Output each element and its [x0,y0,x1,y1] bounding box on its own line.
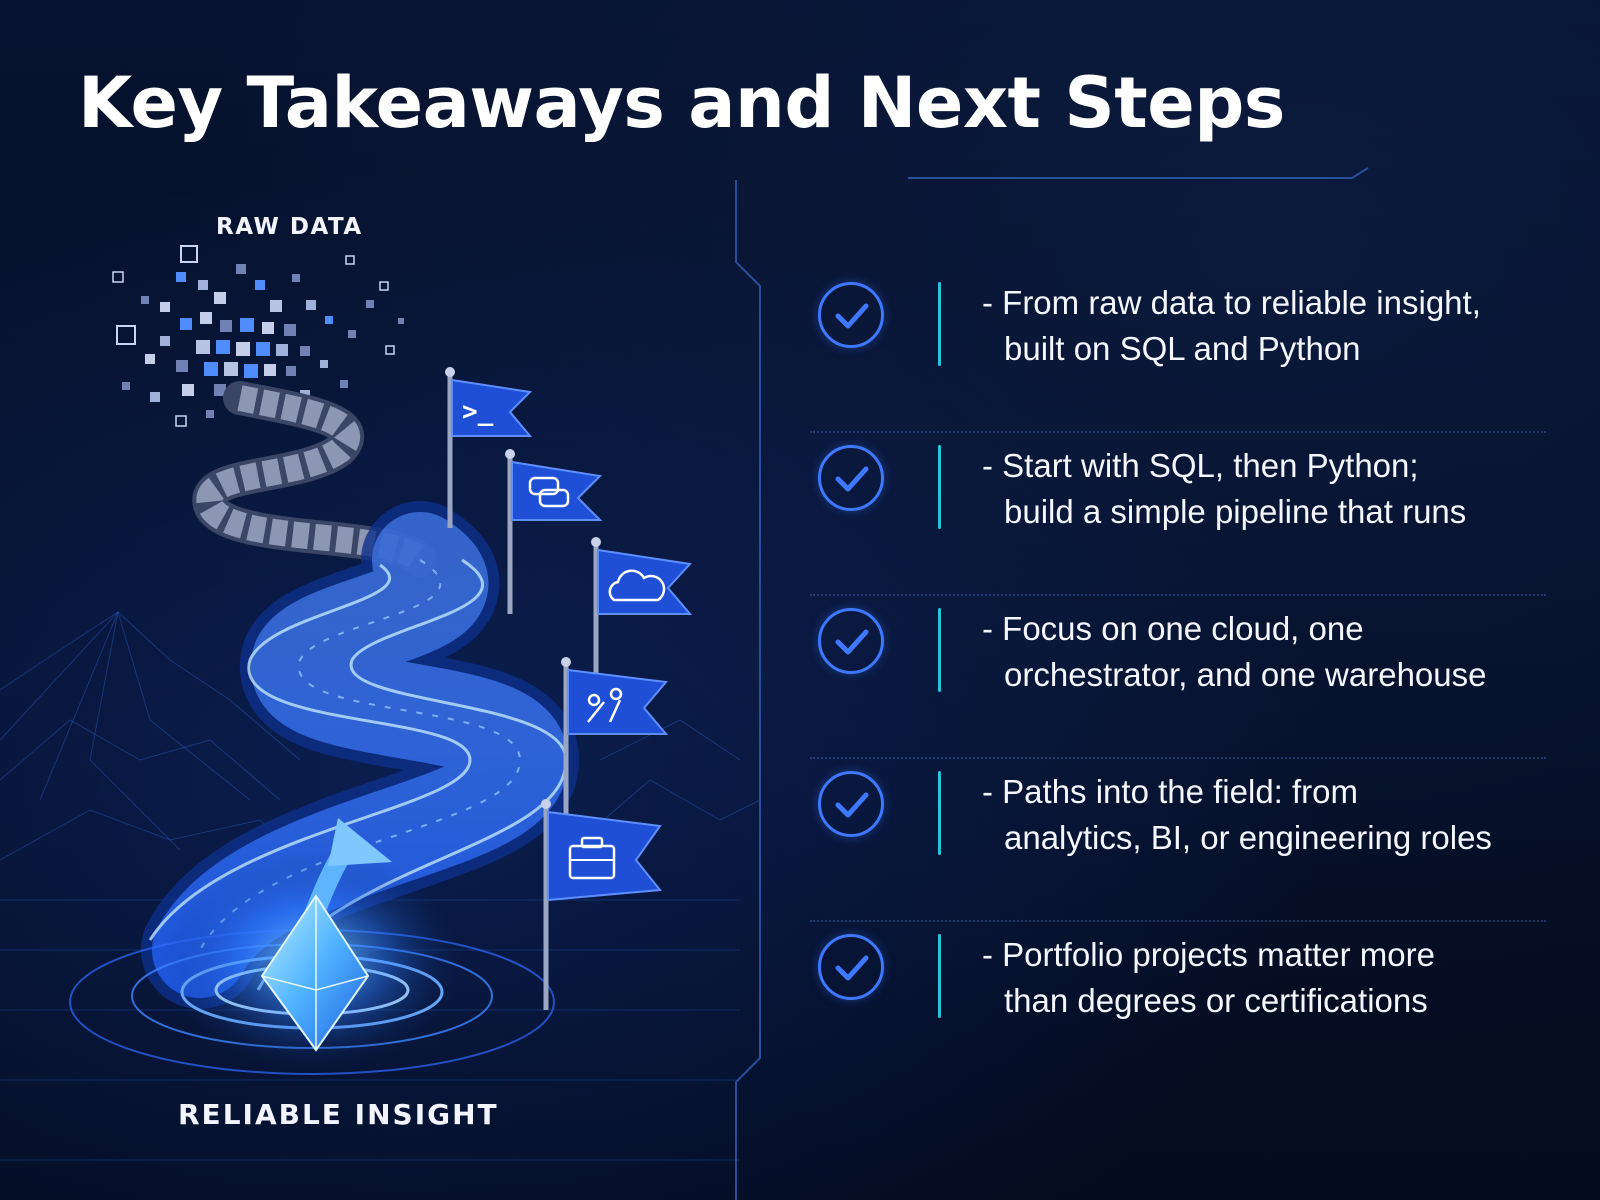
takeaway-line-1: - Portfolio projects matter more [982,936,1435,973]
accent-bar [938,771,941,855]
reliable-insight-label: RELIABLE INSIGHT [178,1098,499,1131]
raw-data-pixels [112,245,404,427]
takeaway-line-2: build a simple pipeline that runs [1004,493,1467,530]
takeaway-line-2: built on SQL and Python [1004,330,1361,367]
check-circle-icon [818,282,884,348]
takeaway-item: - Focus on one cloud, one orchestrator, … [810,596,1546,759]
accent-bar [938,608,941,692]
accent-bar [938,934,941,1018]
check-circle-icon [818,934,884,1000]
takeaway-line-2: analytics, BI, or engineering roles [1004,819,1492,856]
takeaway-text: - Start with SQL, then Python; build a s… [982,443,1542,535]
svg-text:>_: >_ [462,397,494,427]
check-circle-icon [818,771,884,837]
takeaway-item: - From raw data to reliable insight, bui… [810,270,1546,433]
check-circle-icon [818,608,884,674]
takeaway-text: - Focus on one cloud, one orchestrator, … [982,606,1542,698]
page-title: Key Takeaways and Next Steps [78,62,1285,144]
takeaway-line-1: - Focus on one cloud, one [982,610,1364,647]
takeaway-item: - Portfolio projects matter more than de… [818,922,1546,1085]
takeaway-line-2: orchestrator, and one warehouse [1004,656,1487,693]
panel-frame [735,180,761,1200]
dotted-divider [810,431,1546,433]
takeaway-item: - Start with SQL, then Python; build a s… [810,433,1546,596]
takeaway-text: - Paths into the field: from analytics, … [982,769,1542,861]
takeaway-line-1: - Start with SQL, then Python; [982,447,1419,484]
accent-bar [938,282,941,366]
takeaways-list: - From raw data to reliable insight, bui… [810,270,1546,1085]
dotted-divider [810,594,1546,596]
flag-python [505,449,603,614]
flag-briefcase [541,799,662,1010]
flag-pipeline [561,657,669,830]
takeaway-text: - Portfolio projects matter more than de… [982,932,1542,1024]
takeaway-line-1: - Paths into the field: from [982,773,1359,810]
accent-bar [938,445,941,529]
flag-terminal: >_ [445,367,533,528]
check-circle-icon [818,445,884,511]
takeaway-line-1: - From raw data to reliable insight, [982,284,1481,321]
takeaway-text: - From raw data to reliable insight, bui… [982,280,1542,372]
dotted-divider [810,920,1546,922]
milestone-flags: >_ [445,367,693,1010]
wireframe-mountains [0,611,761,881]
takeaway-item: - Paths into the field: from analytics, … [810,759,1546,922]
insight-gem [260,894,370,1052]
raw-data-label: RAW DATA [216,214,363,240]
takeaway-line-2: than degrees or certifications [1004,982,1428,1019]
dotted-divider [810,757,1546,759]
